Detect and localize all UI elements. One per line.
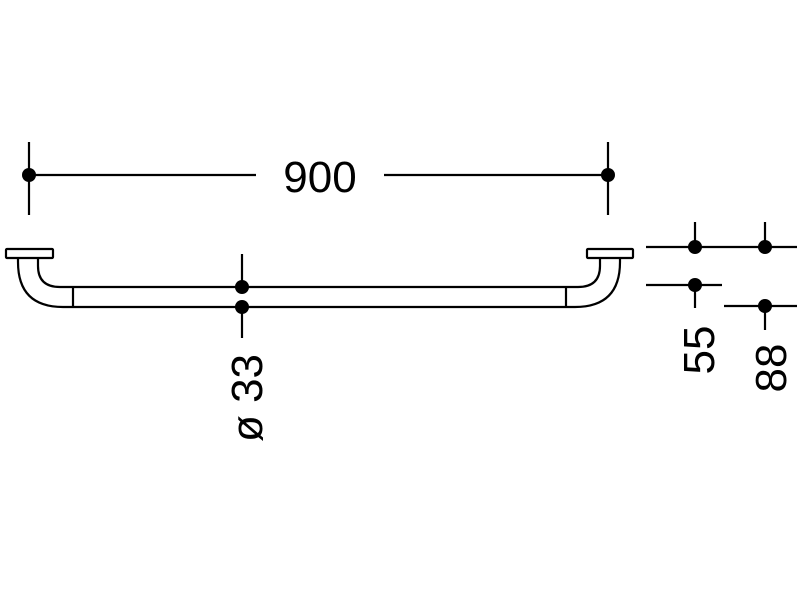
diameter-dot-bottom [235,300,249,314]
length-dot-left [22,168,36,182]
depth-55-label: 55 [675,326,724,375]
depth-dimensions [646,222,797,330]
depth-55-dot-bottom [688,278,702,292]
grab-bar [4,247,635,309]
depth-88-label: 88 [747,344,796,393]
depth-88-dot-bottom [758,299,772,313]
depth-88-dot-top [758,240,772,254]
left-bend-outer [16,258,73,309]
left-bend-inner [36,258,73,289]
right-bend-inner [566,258,602,289]
diameter-label: ø 33 [223,354,272,442]
left-flange [4,247,55,260]
length-dot-right [601,168,615,182]
diameter-dot-top [235,280,249,294]
right-flange [585,247,635,260]
right-bend-outer [566,258,622,309]
length-label: 900 [283,153,356,202]
depth-55-dot-top [688,240,702,254]
